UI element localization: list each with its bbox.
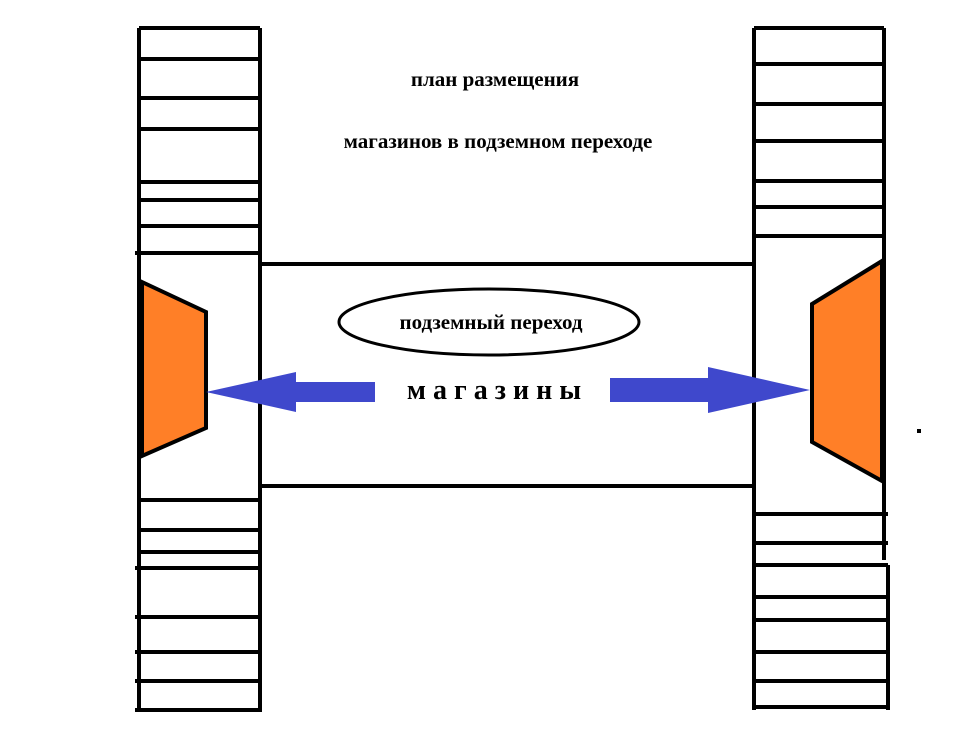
right-shop-entrance	[810, 257, 884, 485]
right-building	[752, 26, 890, 710]
passage-corridor	[260, 262, 754, 488]
passage-label: подземный переход	[399, 310, 582, 334]
passage-label-oval	[337, 287, 641, 357]
title-line-1: план размещения	[411, 67, 579, 91]
right-arrow	[610, 367, 810, 413]
dot-mark	[917, 429, 921, 433]
left-arrow	[206, 372, 375, 412]
title-line-2: магазинов в подземном переходе	[344, 129, 653, 153]
shops-label: м а г а з и н ы	[407, 375, 581, 406]
left-shop-entrance	[140, 278, 208, 460]
left-building	[135, 26, 262, 712]
